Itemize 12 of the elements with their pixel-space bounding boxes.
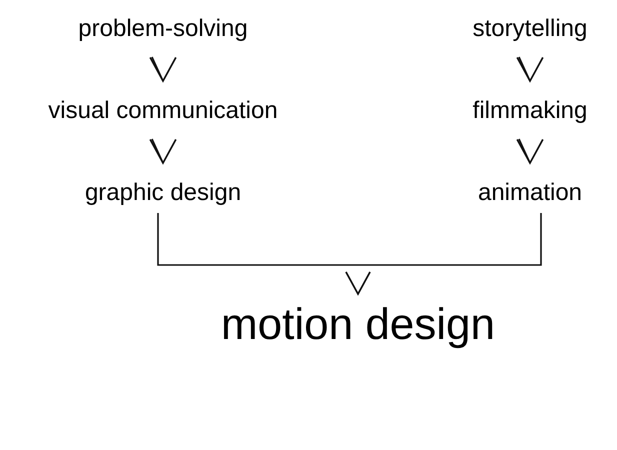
node-label: motion design bbox=[221, 265, 495, 350]
node-label: filmmaking bbox=[472, 83, 588, 139]
node-label: graphic design bbox=[84, 165, 242, 221]
chevron-arrow bbox=[149, 138, 177, 164]
node-label: storytelling bbox=[472, 1, 588, 57]
node-label: visual communication bbox=[48, 83, 278, 139]
chevron-arrow bbox=[149, 56, 177, 82]
chevron-arrow bbox=[516, 56, 544, 82]
chevron-arrow bbox=[516, 138, 544, 164]
bracket-connector bbox=[345, 213, 542, 295]
node-label: animation bbox=[478, 165, 582, 221]
node-label: problem-solving bbox=[78, 1, 248, 57]
